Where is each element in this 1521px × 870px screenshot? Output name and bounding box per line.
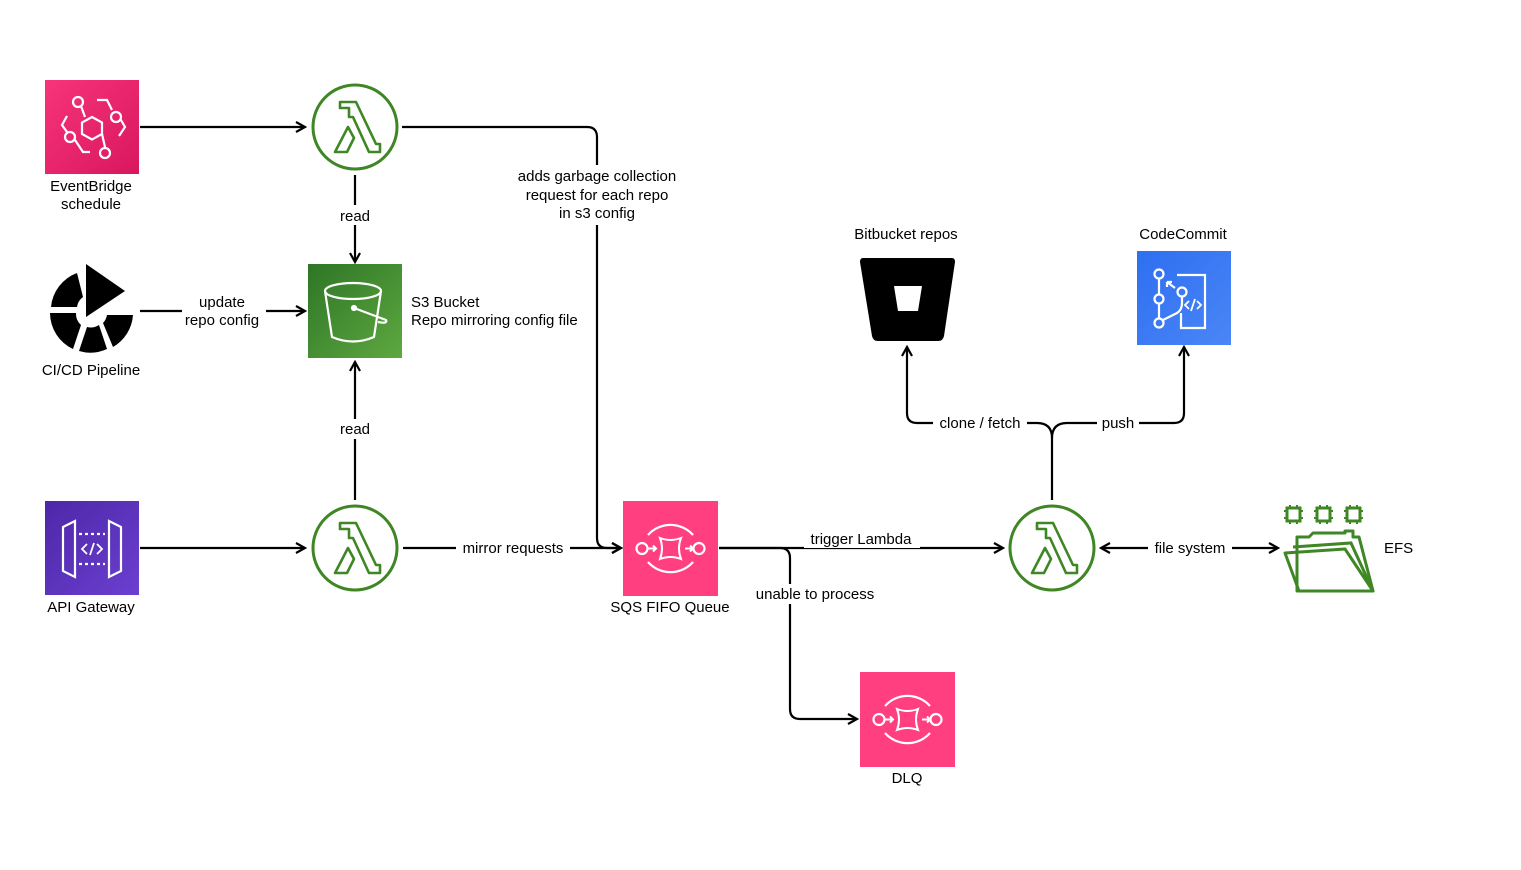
node-efs[interactable]: EFS (1283, 505, 1413, 593)
lambda-icon (311, 504, 399, 592)
edge-label-mirror-requests: mirror requests (463, 540, 564, 557)
edge-label-unable-to-process: unable to process (756, 586, 874, 603)
edge-label-gc-line2: request for each repo (526, 187, 669, 204)
efs-icon (1283, 505, 1375, 593)
bitbucket-icon (860, 258, 955, 341)
edge-label-gc-line1: adds garbage collection (518, 168, 676, 185)
edge-label-file-system: file system (1155, 540, 1226, 557)
node-label-dlq: DLQ (892, 770, 923, 787)
node-label-s3-2: Repo mirroring config file (411, 312, 578, 329)
node-label-eventbridge-2: schedule (61, 196, 121, 213)
dlq-icon-bg (860, 672, 955, 767)
codecommit-icon (1137, 251, 1231, 345)
edge-label-update: update (199, 294, 245, 311)
node-sqs-fifo-queue[interactable]: SQS FIFO Queue (610, 501, 730, 616)
node-lambda-mirror-requests[interactable] (311, 504, 399, 592)
node-dlq[interactable]: DLQ (860, 672, 955, 787)
lambda-icon (311, 83, 399, 171)
node-codecommit[interactable]: CodeCommit (1137, 226, 1231, 345)
node-label-s3-1: S3 Bucket (411, 294, 480, 311)
api-gateway-icon (45, 501, 139, 595)
cicd-pipeline-icon (50, 264, 133, 353)
edge-lambda-worker-to-codecommit (1050, 347, 1184, 439)
node-s3-bucket[interactable]: S3 Bucket Repo mirroring config file (308, 264, 578, 358)
edge-label-repo-config: repo config (185, 312, 259, 329)
node-label-efs: EFS (1384, 540, 1413, 557)
node-lambda-gc[interactable] (311, 83, 399, 171)
edge-label-push: push (1102, 415, 1135, 432)
node-eventbridge[interactable]: EventBridge schedule (45, 80, 139, 213)
node-label-sqs: SQS FIFO Queue (610, 599, 729, 616)
s3-bucket-icon (308, 264, 402, 358)
edge-sqs-to-dlq (719, 546, 857, 719)
edge-label-clone-fetch: clone / fetch (940, 415, 1021, 432)
node-lambda-worker[interactable] (1008, 504, 1096, 592)
eventbridge-icon (45, 80, 139, 174)
lambda-icon (1008, 504, 1096, 592)
node-bitbucket[interactable]: Bitbucket repos (854, 226, 958, 341)
edge-labels: read adds garbage collection request for… (182, 165, 1232, 604)
node-label-codecommit: CodeCommit (1139, 226, 1227, 243)
node-label-cicd: CI/CD Pipeline (42, 362, 140, 379)
sqs-icon-bg (623, 501, 718, 596)
node-api-gateway[interactable]: API Gateway (45, 501, 139, 616)
node-label-bitbucket: Bitbucket repos (854, 226, 957, 243)
edge-label-read-gc: read (340, 208, 370, 225)
node-label-eventbridge-1: EventBridge (50, 178, 132, 195)
edge-label-gc-line3: in s3 config (559, 205, 635, 222)
edge-label-trigger-lambda: trigger Lambda (811, 531, 913, 548)
edge-label-read-mirror: read (340, 421, 370, 438)
node-cicd-pipeline[interactable]: CI/CD Pipeline (42, 264, 140, 379)
node-label-apigw: API Gateway (47, 599, 135, 616)
